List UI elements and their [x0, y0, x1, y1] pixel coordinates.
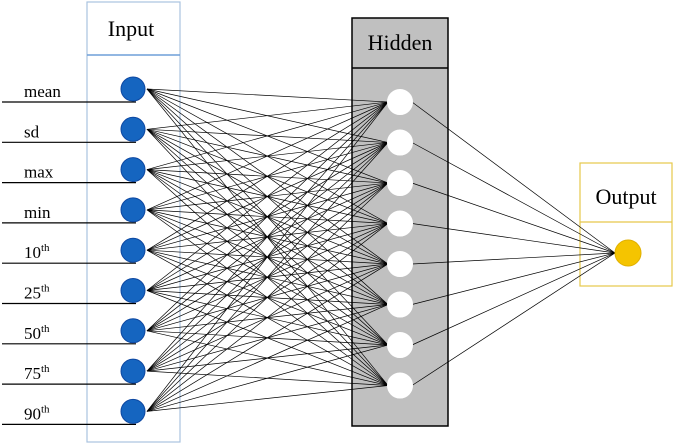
connection-hidden-8-output: [411, 252, 616, 386]
feature-label-sup-7: th: [41, 323, 50, 335]
connection-input-9-hidden-3: [146, 182, 389, 412]
nodes: [120, 76, 642, 424]
input-node-1: [120, 76, 146, 102]
connection-input-3-hidden-1: [146, 101, 389, 170]
input-layer-box: [86, 1, 181, 443]
feature-label-7: 50th: [24, 323, 50, 343]
output-layer-title: Output: [595, 184, 656, 209]
connection-input-9-hidden-8: [146, 385, 389, 412]
connection-input-8-hidden-1: [146, 101, 389, 372]
feature-label-sup-5: th: [41, 242, 50, 254]
input-node-2: [120, 116, 146, 142]
hidden-node-6: [387, 291, 413, 318]
input-node-3: [120, 157, 146, 183]
connection-hidden-3-output: [411, 182, 616, 254]
connection-input-5-hidden-1: [146, 101, 389, 251]
feature-label-5: 10th: [24, 242, 50, 262]
feature-label-9: 90th: [24, 403, 50, 423]
feature-label-1: mean: [24, 82, 61, 101]
hidden-layer-title: Hidden: [368, 30, 433, 55]
hidden-node-3: [387, 170, 413, 196]
feature-label-8: 75th: [24, 363, 50, 383]
hidden-node-4: [387, 210, 413, 237]
input-node-5: [120, 237, 146, 263]
feature-label-sup-9: th: [41, 403, 50, 415]
input-node-8: [120, 358, 146, 384]
feature-label-3: max: [24, 163, 54, 182]
connection-input-9-hidden-4: [146, 223, 389, 412]
connection-input-4-hidden-1: [146, 101, 389, 211]
hidden-node-2: [387, 129, 413, 156]
output-node: [614, 239, 642, 267]
hidden-node-7: [387, 332, 413, 358]
feature-label-sup-8: th: [41, 363, 50, 375]
connection-input-9-hidden-7: [146, 344, 389, 412]
input-node-9: [120, 398, 146, 424]
hidden-node-8: [387, 372, 413, 399]
feature-label-2: sd: [24, 122, 40, 141]
feature-label-6: 25th: [24, 283, 50, 303]
connection-hidden-2-output: [411, 142, 616, 254]
connection-hidden-1-output: [411, 101, 616, 254]
input-node-4: [120, 197, 146, 223]
connection-input-9-hidden-1: [146, 101, 389, 412]
connection-input-9-hidden-6: [146, 304, 389, 412]
connection-input-7-hidden-1: [146, 101, 389, 332]
connection-input-9-hidden-2: [146, 142, 389, 412]
input-layer-title: Input: [108, 16, 154, 41]
hidden-node-5: [387, 251, 413, 277]
connection-input-6-hidden-1: [146, 101, 389, 291]
connection-input-2-hidden-1: [146, 101, 389, 130]
output-layer-box: [579, 162, 673, 287]
connection-hidden-5-output: [411, 252, 616, 265]
feature-labels: mean sd max min 10th 25th 50th 75th 90th: [2, 82, 136, 425]
feature-label-sup-6: th: [41, 283, 50, 295]
hidden-node-1: [387, 89, 413, 115]
connections: [146, 88, 616, 412]
input-node-7: [120, 318, 146, 344]
input-node-6: [120, 278, 146, 303]
connection-hidden-7-output: [411, 252, 616, 346]
connection-hidden-6-output: [411, 252, 616, 305]
connection-input-9-hidden-5: [146, 263, 389, 412]
connection-input-1-hidden-1: [146, 88, 389, 103]
feature-label-4: min: [24, 203, 51, 222]
connection-hidden-4-output: [411, 223, 616, 254]
